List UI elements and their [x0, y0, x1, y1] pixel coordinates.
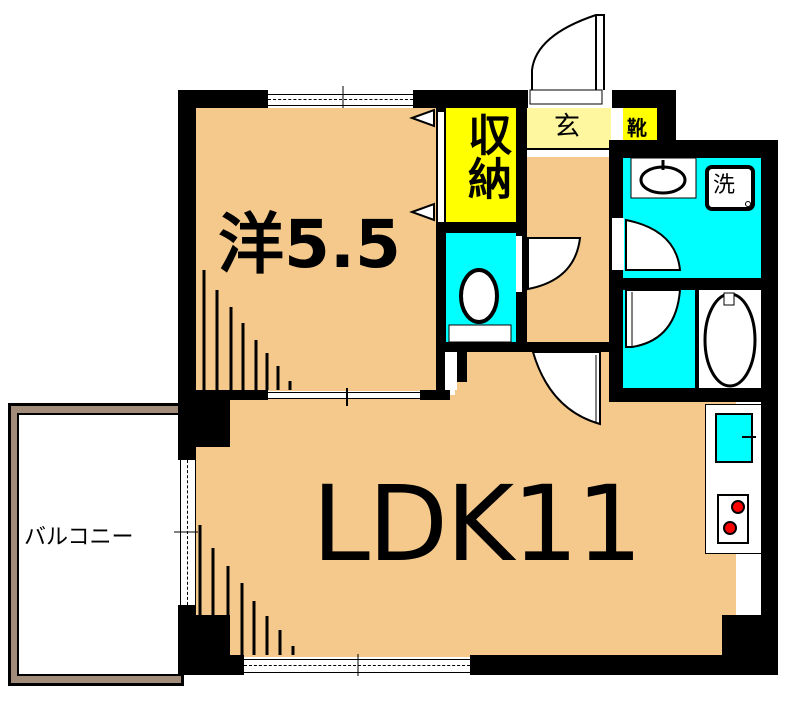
shoe-box [623, 108, 657, 146]
wall [436, 342, 527, 352]
wall [178, 90, 196, 460]
storage-door-marker-icon [409, 108, 435, 128]
washing-machine-icon [705, 165, 755, 211]
wall [436, 222, 527, 233]
wall [609, 388, 778, 402]
bathtub-icon [703, 292, 757, 388]
wall [657, 90, 676, 148]
wall [455, 342, 467, 382]
wall [420, 390, 450, 400]
balcony [8, 403, 184, 686]
storage-door-strip [438, 112, 444, 222]
window-bottom [244, 659, 470, 673]
sliding-door-western [268, 392, 420, 399]
storage-area [446, 108, 516, 224]
wall [623, 278, 778, 290]
entrance-label: 玄 [554, 112, 581, 142]
storage-door-marker-icon [409, 202, 435, 222]
entrance-door-icon [529, 14, 605, 105]
wall [609, 140, 623, 402]
window-top [268, 94, 413, 106]
ldk-door-icon [531, 351, 601, 426]
hatch-lines [198, 525, 295, 655]
wall [178, 90, 268, 108]
washroom-door-icon [625, 218, 682, 271]
wall [527, 342, 609, 352]
wall [516, 90, 527, 343]
entrance-step [527, 148, 611, 157]
ldk-label: LDK11 [312, 463, 643, 585]
washer-label: 洗 [713, 173, 736, 198]
washbasin-icon [630, 157, 697, 199]
window-top-dash [268, 99, 413, 100]
storage-label: 収納 [452, 112, 511, 200]
hatch-lines [202, 270, 292, 390]
partition-strip [445, 352, 457, 390]
wall [178, 655, 244, 675]
balcony-inner [17, 413, 181, 676]
toilet-icon [448, 268, 512, 343]
entrance-area [527, 108, 611, 148]
kitchen-sink-icon [715, 413, 756, 463]
storage-label-text: 収納 [460, 112, 511, 200]
ldk-right-floor [609, 400, 709, 660]
western-room-floor [196, 108, 436, 391]
bath-door-icon [625, 289, 682, 348]
wall [436, 90, 446, 400]
shoe-box-label: 靴 [627, 116, 647, 140]
stove-icon [717, 494, 749, 544]
wall [178, 395, 230, 447]
toilet-door-icon [527, 237, 582, 291]
wall [612, 140, 778, 158]
window-bottom-dash [244, 665, 470, 666]
wall [470, 655, 778, 675]
wall [695, 290, 699, 388]
western-room-label: 洋5.5 [218, 206, 401, 283]
wall [761, 140, 778, 675]
balcony-label: バルコニー [24, 525, 134, 550]
wall [722, 615, 778, 675]
wall [196, 390, 268, 400]
toilet-door-strip [516, 236, 522, 292]
